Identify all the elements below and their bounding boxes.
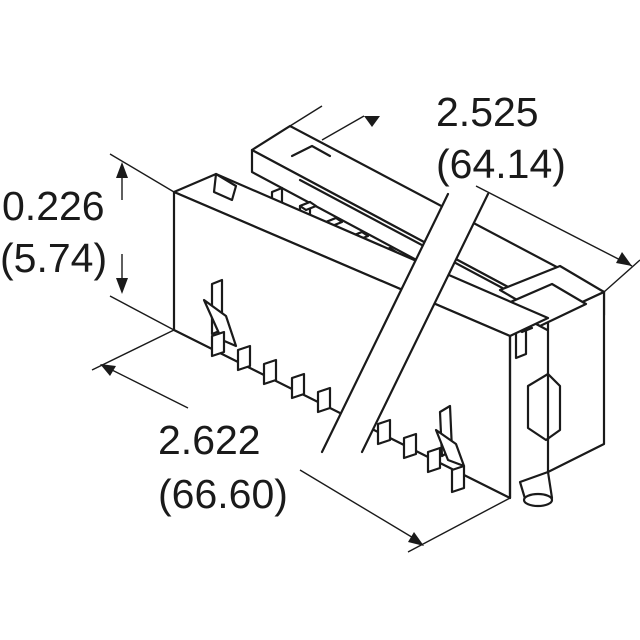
front-latches	[202, 278, 466, 468]
top-length-inch-label: 2.525	[436, 89, 539, 135]
height-mm-label: (5.74)	[0, 235, 108, 281]
top-length-dimension	[289, 105, 640, 293]
bottom-length-dimension	[91, 329, 511, 553]
height-dimension	[109, 153, 175, 331]
bottom-length-inch-label: 2.622	[158, 417, 261, 463]
front-wall	[172, 172, 550, 500]
top-length-mm-label: (64.14)	[436, 141, 566, 187]
height-inch-label: 0.226	[2, 183, 105, 229]
front-pins	[210, 330, 466, 494]
mounting-post	[518, 470, 554, 508]
right-end-block	[498, 264, 606, 474]
break-band	[320, 192, 490, 454]
bottom-length-mm-label: (66.60)	[158, 471, 288, 517]
